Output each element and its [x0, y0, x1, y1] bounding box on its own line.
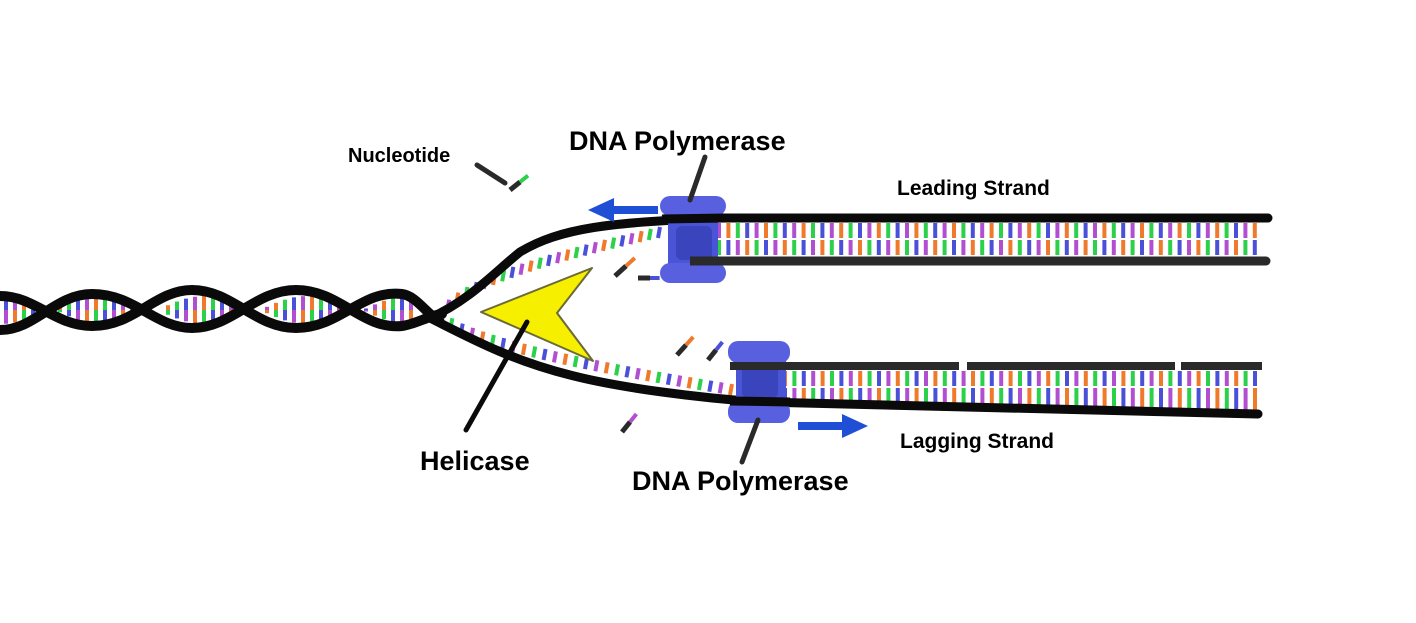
upper-strand-over-polymerase: [661, 213, 727, 224]
polymerase-top-label: DNA Polymerase: [569, 126, 786, 156]
helix-backbone-b: [0, 284, 447, 335]
base-pair: [717, 382, 724, 394]
base-pair: [684, 335, 695, 347]
polymerase-top-leader-line: [687, 154, 708, 203]
base-pair: [500, 337, 507, 350]
base-pair: [619, 235, 626, 247]
nucleotide-leader-line: [474, 162, 508, 186]
base-pair: [696, 378, 703, 391]
base-pair: [508, 180, 522, 192]
base-pair: [665, 373, 672, 386]
base-pair: [628, 232, 635, 245]
base-pair: [546, 254, 552, 267]
base-pair: [656, 226, 662, 239]
base-pair: [624, 256, 637, 268]
base-pair: [601, 239, 607, 252]
base-pair: [527, 260, 534, 272]
free-nucleotide: [675, 335, 695, 357]
base-pair: [573, 246, 580, 259]
free-nucleotide: [508, 174, 530, 192]
base-pair: [520, 343, 527, 356]
base-pair: [655, 371, 662, 384]
base-pair: [603, 361, 610, 374]
base-pair: [551, 351, 558, 363]
base-pair: [583, 357, 589, 370]
base-pair: [591, 241, 598, 254]
base-pair: [582, 244, 589, 256]
leading-strand-base-pairs: [670, 223, 1257, 255]
base-pair: [686, 376, 693, 389]
lower-strand-over-polymerase: [729, 396, 791, 407]
base-pair: [531, 346, 538, 358]
base-pair: [714, 340, 724, 352]
base-pair: [613, 264, 628, 278]
base-pair: [536, 257, 543, 270]
helicase-leader-line: [463, 319, 530, 433]
base-pair: [564, 249, 571, 261]
base-pair: [645, 369, 652, 382]
free-nucleotide: [613, 256, 637, 278]
free-nucleotide: [706, 340, 724, 362]
base-pair: [593, 359, 600, 372]
dna-polymerase-top: [660, 196, 726, 283]
blue-arrow-icon: [798, 414, 868, 438]
base-pair: [509, 266, 516, 279]
base-pair: [728, 383, 734, 396]
upper-parental-strand: [425, 213, 1273, 323]
base-pair: [675, 343, 688, 357]
base-pair: [637, 230, 644, 243]
dna-polymerase-bottom: [728, 341, 790, 423]
base-pair: [555, 251, 562, 264]
free-nucleotides: [508, 174, 724, 434]
base-pair: [646, 228, 653, 241]
base-pair: [572, 355, 579, 368]
base-pair: [614, 363, 621, 376]
base-pair: [562, 353, 569, 366]
base-pair: [500, 269, 507, 282]
helicase-label: Helicase: [420, 446, 530, 476]
base-pair: [518, 174, 530, 184]
base-pair: [628, 412, 638, 424]
leading-strand-label: Leading Strand: [897, 177, 1050, 200]
helicase-shape: [480, 267, 594, 362]
base-pair: [634, 367, 641, 380]
polymerase-bottom-leader-line: [739, 417, 761, 465]
blue-arrow-icon: [588, 198, 658, 222]
free-nucleotide: [620, 412, 638, 434]
base-pair: [624, 365, 631, 378]
helix-backbone-a: [0, 284, 445, 334]
base-pair: [676, 375, 683, 387]
lagging-strand-label: Lagging Strand: [900, 430, 1054, 453]
base-pair: [610, 237, 617, 249]
polymerase-bottom-label: DNA Polymerase: [632, 466, 849, 496]
base-pair: [707, 380, 714, 393]
base-pair: [706, 348, 718, 362]
lower-parental-strand: [425, 313, 1263, 419]
base-pair: [620, 420, 632, 434]
nucleotide-label: Nucleotide: [348, 145, 450, 167]
base-pair: [541, 348, 548, 361]
base-pair: [518, 263, 525, 276]
